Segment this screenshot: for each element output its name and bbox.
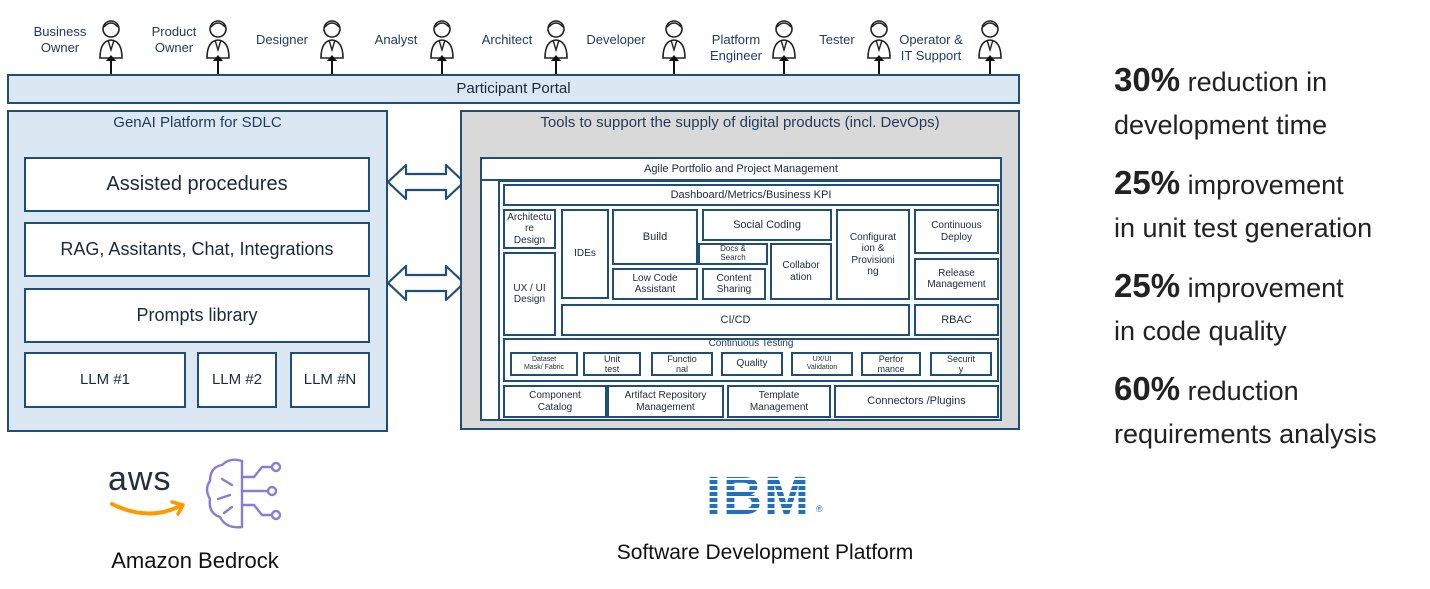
configuration-provisioning-box: Configurat ion & Provisioni ng	[836, 209, 910, 300]
agile-portfolio-box: Agile Portfolio and Project Management	[480, 157, 1002, 181]
test-performance-box: Perfor mance	[861, 352, 921, 376]
participant-label-designer: Designer	[255, 32, 309, 47]
low-code-assistant-box: Low Code Assistant	[612, 268, 698, 300]
connector-arrow	[327, 55, 337, 75]
participant-label-architect: Architect	[481, 32, 533, 47]
stat-line1: reduction in	[1187, 67, 1328, 97]
participant-label-operator-it-support: Operator & IT Support	[899, 32, 963, 64]
participant-label-business-owner: Business Owner	[33, 24, 87, 56]
continuous-testing-title: Continuous Testing	[708, 338, 794, 349]
continuous-deploy-box: Continuous Deploy	[914, 209, 999, 254]
connector-arrow	[437, 55, 447, 75]
ibm-logo-text: IBM	[706, 468, 811, 520]
test-dataset-box: Dataset Mask/ Fabric	[510, 352, 578, 376]
registered-mark-icon: ®	[816, 504, 823, 514]
participant-label-tester: Tester	[819, 32, 855, 47]
stat-item: 30% reduction in development time	[1114, 55, 1424, 145]
stat-line1: reduction	[1187, 376, 1299, 406]
person-icon	[978, 20, 1002, 59]
docs-search-box: Docs & Search	[698, 243, 768, 265]
participant-portal: Participant Portal	[7, 74, 1020, 104]
architecture-design-box: Architectu re Design	[503, 209, 556, 249]
release-management-box: Release Management	[914, 258, 999, 300]
ibm-logo: IBM	[706, 468, 811, 520]
template-management-box: Template Management	[727, 385, 831, 418]
double-arrow-icon	[386, 264, 466, 302]
person-icon	[206, 20, 230, 59]
test-functional-box: Functio nal	[651, 352, 713, 376]
test-unit-box: Unit test	[583, 352, 641, 376]
connector-arrow	[985, 55, 995, 75]
connector-arrow	[874, 55, 884, 75]
connector-arrow	[551, 55, 561, 75]
llm-n-box: LLM #N	[290, 352, 370, 408]
connectors-plugins-box: Connectors /Plugins	[834, 385, 999, 418]
double-arrow-icon	[386, 163, 466, 201]
stat-line2: in unit test generation	[1114, 212, 1373, 243]
llm-2-box: LLM #2	[197, 352, 277, 408]
llm-1-box: LLM #1	[24, 352, 186, 408]
artifact-repository-box: Artifact Repository Management	[607, 385, 724, 418]
connector-arrow	[213, 55, 223, 75]
amazon-bedrock-label: Amazon Bedrock	[111, 548, 279, 573]
ci-cd-box: CI/CD	[561, 304, 910, 336]
ux-ui-design-box: UX / UI Design	[503, 252, 556, 336]
aws-smile-icon	[110, 500, 185, 516]
stat-value: 25%	[1114, 267, 1181, 304]
connector-arrow	[669, 55, 679, 75]
build-box: Build	[612, 209, 698, 265]
participant-label-platform-engineer: Platform Engineer	[709, 32, 763, 64]
aws-logo-text: aws	[108, 460, 172, 498]
stat-item: 60% reduction requirements analysis	[1114, 364, 1424, 454]
bedrock-brain-icon	[205, 458, 282, 529]
person-icon	[430, 20, 454, 59]
stat-line2: development time	[1114, 109, 1328, 140]
assisted-procedures-box: Assisted procedures	[24, 157, 370, 212]
stat-line1: improvement	[1187, 273, 1344, 303]
connector-arrow	[779, 55, 789, 75]
dashboard-box: Dashboard/Metrics/Business KPI	[503, 184, 999, 206]
connector-arrow	[106, 55, 116, 75]
stat-value: 30%	[1114, 61, 1181, 98]
stat-line2: in code quality	[1114, 315, 1287, 346]
person-icon	[544, 20, 568, 59]
tools-title: Tools to support the supply of digital p…	[540, 114, 940, 131]
participant-label-product-owner: Product Owner	[151, 24, 197, 56]
person-icon	[772, 20, 796, 59]
stat-line1: improvement	[1187, 170, 1344, 200]
social-coding-box: Social Coding	[702, 209, 832, 241]
rag-assistants-box: RAG, Assitants, Chat, Integrations	[24, 222, 370, 277]
person-icon	[662, 20, 686, 59]
software-development-platform-label: Software Development Platform	[616, 541, 914, 564]
stat-value: 25%	[1114, 164, 1181, 201]
participant-label-developer: Developer	[586, 32, 646, 47]
stat-item: 25% improvement in code quality	[1114, 261, 1424, 351]
rbac-box: RBAC	[914, 304, 999, 336]
genai-platform-title: GenAI Platform for SDLC	[113, 114, 282, 131]
person-icon	[867, 20, 891, 59]
collaboration-box: Collabor ation	[770, 243, 832, 300]
component-catalog-box: Component Catalog	[503, 385, 607, 418]
stat-item: 25% improvement in unit test generation	[1114, 158, 1424, 248]
stat-value: 60%	[1114, 370, 1181, 407]
test-security-box: Securit y	[930, 352, 992, 376]
test-ux-ui-validation-box: UX/UI Validation	[791, 352, 853, 376]
person-icon	[99, 20, 123, 59]
stat-line2: requirements analysis	[1114, 418, 1377, 449]
content-sharing-box: Content Sharing	[702, 268, 766, 300]
participant-label-analyst: Analyst	[374, 32, 418, 47]
ides-box: IDEs	[561, 209, 609, 299]
test-quality-box: Quality	[721, 352, 783, 376]
prompts-library-box: Prompts library	[24, 288, 370, 343]
person-icon	[320, 20, 344, 59]
